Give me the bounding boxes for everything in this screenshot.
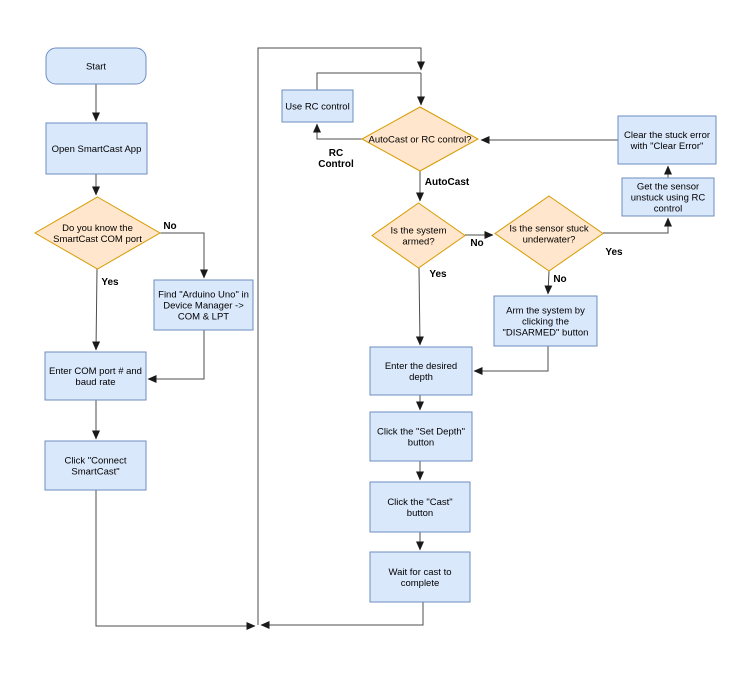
enter-desired-depth-shape xyxy=(369,346,473,396)
edge-find-to-enter-com xyxy=(147,330,205,383)
label-no-stuck: No xyxy=(553,274,566,285)
edge-armed-yes-to-depth xyxy=(415,267,424,346)
click-cast-shape xyxy=(369,481,471,533)
is-system-armed-shape xyxy=(371,202,466,269)
start-shape xyxy=(45,47,147,85)
node-open-smartcast-app: Open SmartCast App xyxy=(45,122,148,175)
wait-for-cast-shape xyxy=(369,551,471,603)
open-smartcast-app-label: Open SmartCast App xyxy=(52,144,142,155)
click-connect-smartcast-shape xyxy=(44,440,147,491)
know-com-port-shape xyxy=(33,196,162,270)
find-arduino-uno-shape xyxy=(153,279,254,331)
is-sensor-stuck-shape xyxy=(494,195,604,272)
start-label: Start xyxy=(86,62,106,73)
edge-wait-to-junction xyxy=(260,602,424,629)
edge-junction-loop-up xyxy=(257,47,425,625)
edge-use-rc-top-to-merge xyxy=(316,72,421,90)
edge-know-com-no-to-find xyxy=(160,232,208,279)
node-use-rc-control: Use RC control xyxy=(281,89,354,123)
edge-know-com-yes-to-enter-com xyxy=(92,268,101,351)
node-click-set-depth: Click the "Set Depth"button xyxy=(369,411,473,462)
label-no-com-port: No xyxy=(163,221,176,232)
click-set-depth-shape xyxy=(369,411,473,462)
autocast-or-rc-control-label: AutoCast or RC control? xyxy=(369,135,472,146)
edge-stuck-no-to-arm xyxy=(544,270,553,295)
click-cast-label: Click the "Cast"button xyxy=(387,497,452,519)
node-autocast-or-rc-control: AutoCast or RC control? xyxy=(360,106,480,172)
enter-com-port-shape xyxy=(44,351,147,401)
arm-system-shape xyxy=(493,295,598,347)
label-yes-com-port: Yes xyxy=(101,277,119,288)
node-click-cast: Click the "Cast"button xyxy=(369,481,471,533)
autocast-or-rc-control-shape xyxy=(360,106,480,172)
click-set-depth-label: Click the "Set Depth"button xyxy=(377,427,465,449)
label-yes-armed: Yes xyxy=(429,269,447,280)
open-smartcast-app-shape xyxy=(45,122,148,175)
edge-autocast-rc-branch-to-use-rc xyxy=(313,123,362,140)
edge-stuck-yes-to-unstuck xyxy=(603,217,672,234)
label-no-armed: No xyxy=(470,238,483,249)
clear-stuck-error-shape xyxy=(617,115,717,165)
label-yes-stuck: Yes xyxy=(605,247,623,258)
edge-arm-to-depth xyxy=(473,346,549,375)
node-start: Start xyxy=(45,47,147,85)
label-autocast: AutoCast xyxy=(425,177,470,188)
use-rc-control-label: Use RC control xyxy=(285,102,349,113)
edge-connect-to-junction xyxy=(95,490,256,630)
get-sensor-unstuck-shape xyxy=(621,177,715,217)
use-rc-control-shape xyxy=(281,89,354,123)
